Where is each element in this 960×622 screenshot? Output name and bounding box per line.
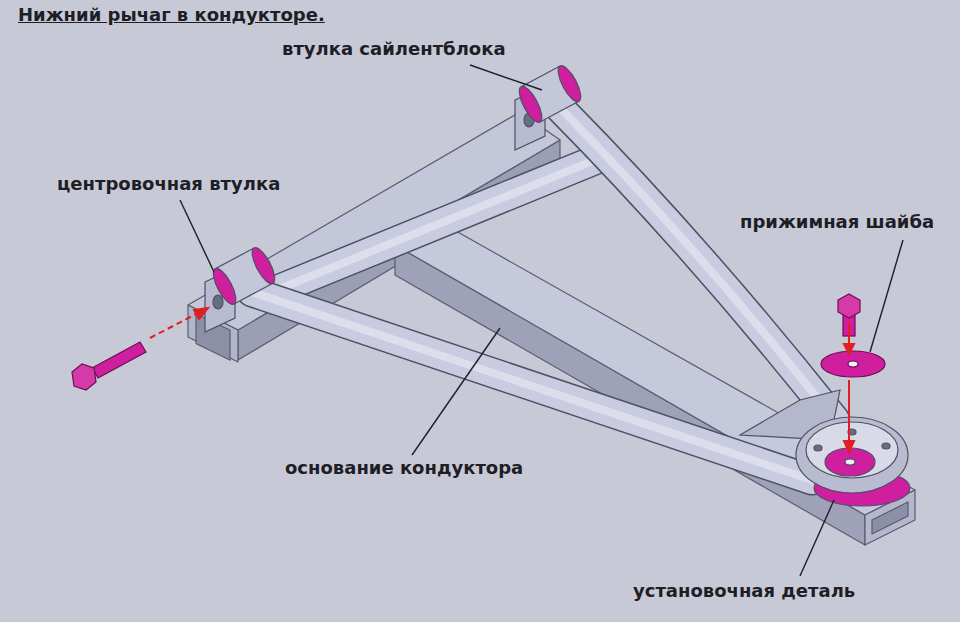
part-label: основание кондуктора — [285, 457, 523, 479]
jig-base — [188, 112, 915, 545]
arm-tubes — [252, 108, 835, 480]
ball-joint-housing — [740, 390, 910, 506]
centering-bushing — [205, 245, 279, 332]
assembly-arrows — [150, 308, 854, 452]
silent-block-bushing — [515, 63, 585, 150]
leader-lines — [180, 65, 903, 576]
part-label: установочная деталь — [633, 580, 855, 602]
part-label: центровочная втулка — [57, 173, 280, 195]
part-label: втулка сайлентблока — [282, 38, 506, 60]
figure-title: Нижний рычаг в кондукторе. — [18, 4, 325, 26]
part-label: прижимная шайба — [740, 211, 934, 233]
bolt — [72, 342, 146, 390]
